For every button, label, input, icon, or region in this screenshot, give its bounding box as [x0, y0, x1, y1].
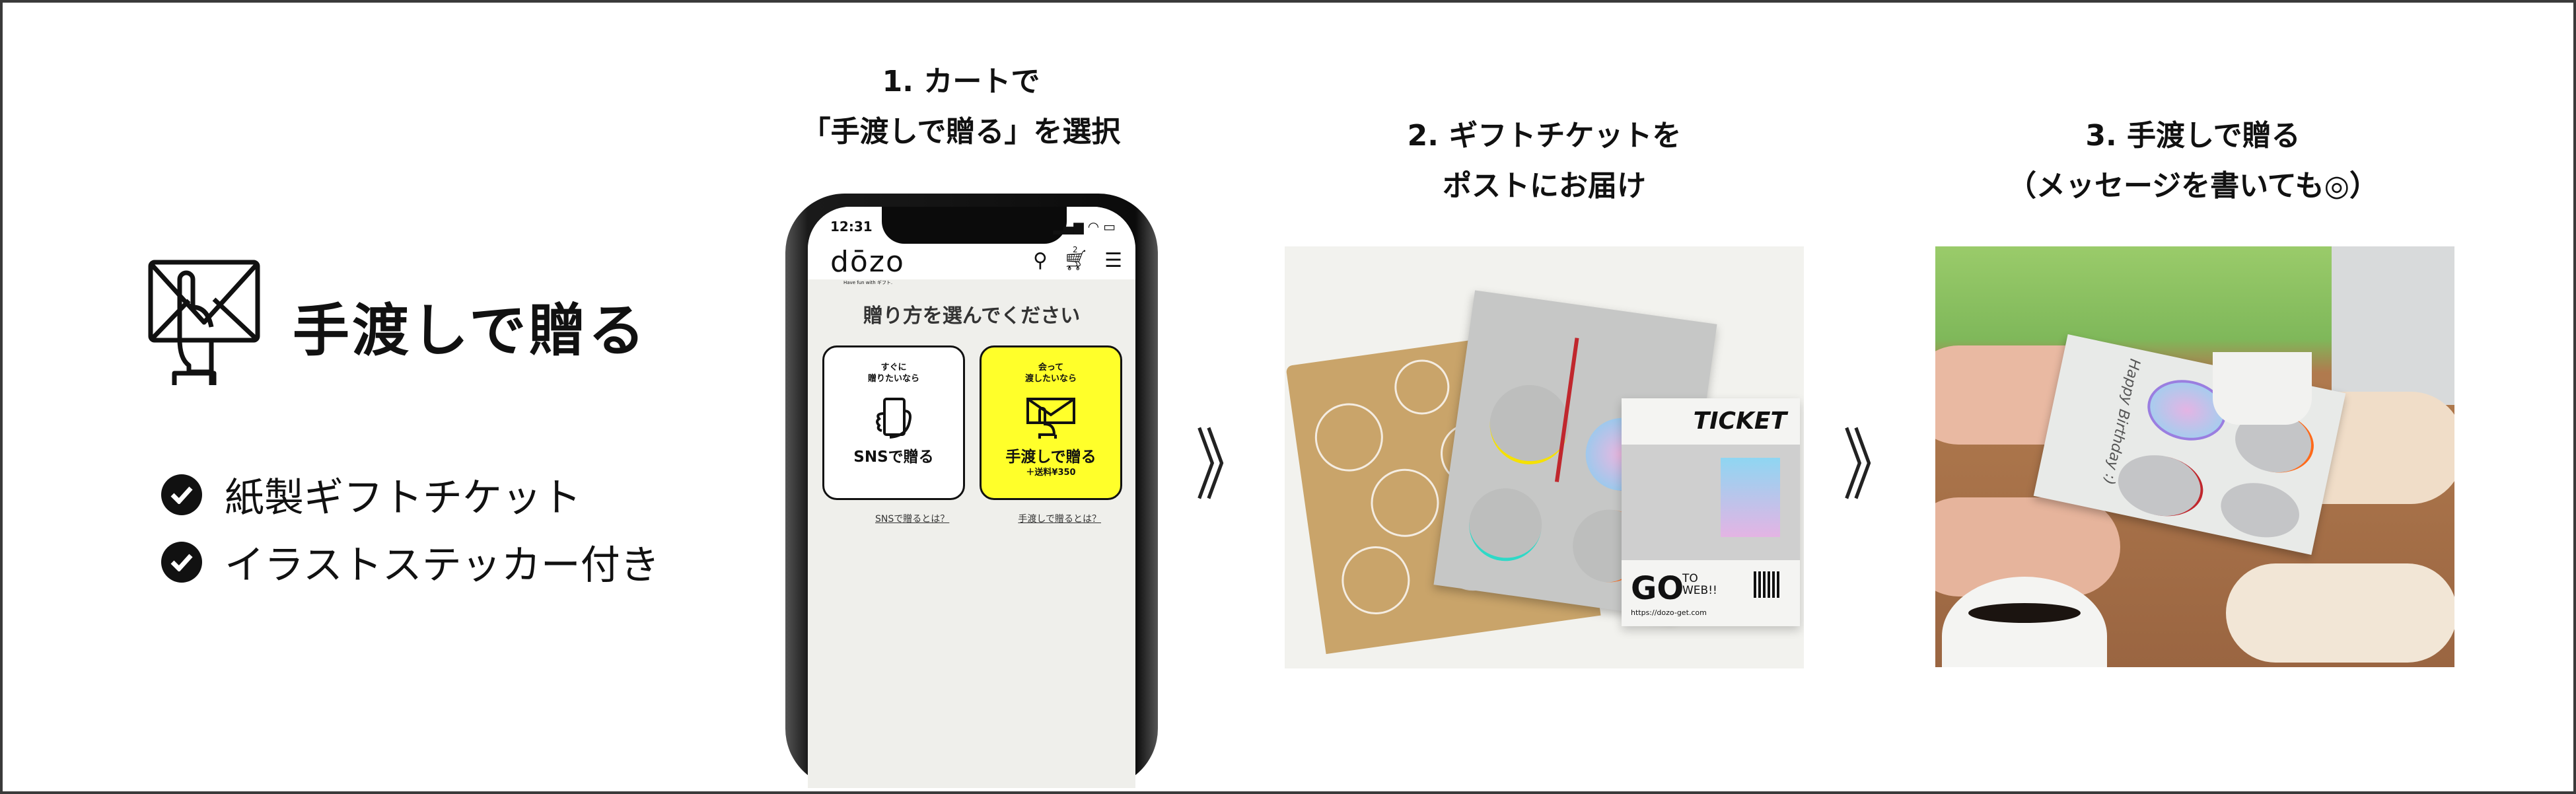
- option-caption: 贈りたいなら: [867, 374, 919, 384]
- step-1-heading: 1. カートで 「手渡しで贈る」を選択: [730, 57, 1192, 157]
- hand: [2226, 563, 2454, 663]
- app-logo[interactable]: dōzo: [830, 245, 905, 279]
- check-circle-icon: [161, 541, 202, 583]
- hand-delivery-option[interactable]: 会って 渡したいなら 手渡しで贈る ＋送料¥350: [980, 345, 1122, 500]
- feature-label: イラストステッカー付き: [225, 542, 660, 589]
- help-links: SNSで贈るとは？ 手渡しで贈るとは？: [808, 512, 1135, 525]
- option-caption: 渡したいなら: [1024, 374, 1077, 384]
- feature-label: 紙製ギフトチケット: [225, 475, 581, 521]
- qr-code: [1754, 571, 1780, 598]
- phone-mockup: 12:31 ▂▄▆ ◠ ▭ dōzo Have fun with ギフト. ⚲ …: [785, 194, 1158, 788]
- cart-badge: 2: [1073, 245, 1078, 254]
- option-caption: すぐに: [880, 363, 907, 373]
- check-circle-icon: [161, 474, 202, 515]
- step-2-heading: 2. ギフトチケットを ポストにお届け: [1313, 111, 1775, 211]
- step-line: （メッセージを書いても◎）: [2007, 169, 2379, 203]
- step-line: 2. ギフトチケットを: [1407, 119, 1682, 153]
- step-line: 1. カートで: [882, 65, 1040, 98]
- step-line: 「手渡しで贈る」を選択: [801, 115, 1121, 149]
- step-3-heading: 3. 手渡しで贈る （メッセージを書いても◎）: [1962, 111, 2424, 211]
- option-caption: 会って: [1038, 363, 1064, 373]
- gift-ticket-photo: TICKET GO TO WEB!! https://dozo-get.com: [1285, 246, 1804, 668]
- cart-icon[interactable]: 🛒︎2: [1063, 245, 1089, 272]
- feature-item: イラストステッカー付き: [161, 533, 660, 591]
- window-frame: [2332, 246, 2454, 405]
- ticket-title: TICKET: [1693, 408, 1787, 435]
- status-time: 12:31: [830, 219, 873, 235]
- hand-delivery-info-link[interactable]: 手渡しで贈るとは？: [1018, 514, 1101, 524]
- ticket-url: https://dozo-get.com: [1631, 608, 1707, 617]
- feature-item: 紙製ギフトチケット: [161, 466, 581, 523]
- envelope-hand-icon: [148, 260, 260, 385]
- user-icon[interactable]: ⚲: [1033, 249, 1048, 272]
- envelope-hand-icon: [982, 398, 1120, 440]
- shipping-fee: ＋送料¥350: [1026, 468, 1076, 478]
- step-line: ポストにお届け: [1443, 169, 1646, 203]
- app-tagline: Have fun with ギフト.: [843, 280, 893, 285]
- status-bar: 12:31 ▂▄▆ ◠ ▭: [830, 219, 1116, 235]
- option-label: 手渡しで贈る: [1005, 449, 1096, 466]
- chevron-right-icon: 》: [1843, 421, 1902, 512]
- screen-title: 贈り方を選んでください: [863, 305, 1081, 328]
- hero-title: 手渡しで贈る: [293, 298, 648, 364]
- header-icons: ⚲ 🛒︎2 ☰: [1033, 245, 1122, 272]
- menu-icon[interactable]: ☰: [1104, 249, 1122, 272]
- coffee-cup: [2213, 352, 2312, 425]
- phone-notch: [882, 207, 1067, 244]
- signal-wifi-battery-icon: ▂▄▆ ◠ ▭: [1053, 219, 1116, 235]
- sns-info-link[interactable]: SNSで贈るとは？: [875, 514, 950, 524]
- ticket-go: GO: [1631, 570, 1684, 607]
- chevron-right-icon: 》: [1196, 421, 1255, 512]
- step-line: 3. 手渡しで贈る: [2085, 119, 2301, 153]
- ticket-to-web: TO WEB!!: [1682, 572, 1717, 597]
- paper-ticket: TICKET GO TO WEB!! https://dozo-get.com: [1622, 398, 1800, 626]
- phone-screen: 12:31 ▂▄▆ ◠ ▭ dōzo Have fun with ギフト. ⚲ …: [808, 207, 1135, 788]
- hand-delivery-photo: Happy Birthday :): [1935, 246, 2454, 667]
- option-label: SNSで贈る: [853, 449, 934, 466]
- phone-in-hand-icon: [824, 398, 963, 440]
- coffee-cup: [1942, 577, 2107, 667]
- sns-gift-option[interactable]: すぐに 贈りたいなら SNSで贈る: [822, 345, 965, 500]
